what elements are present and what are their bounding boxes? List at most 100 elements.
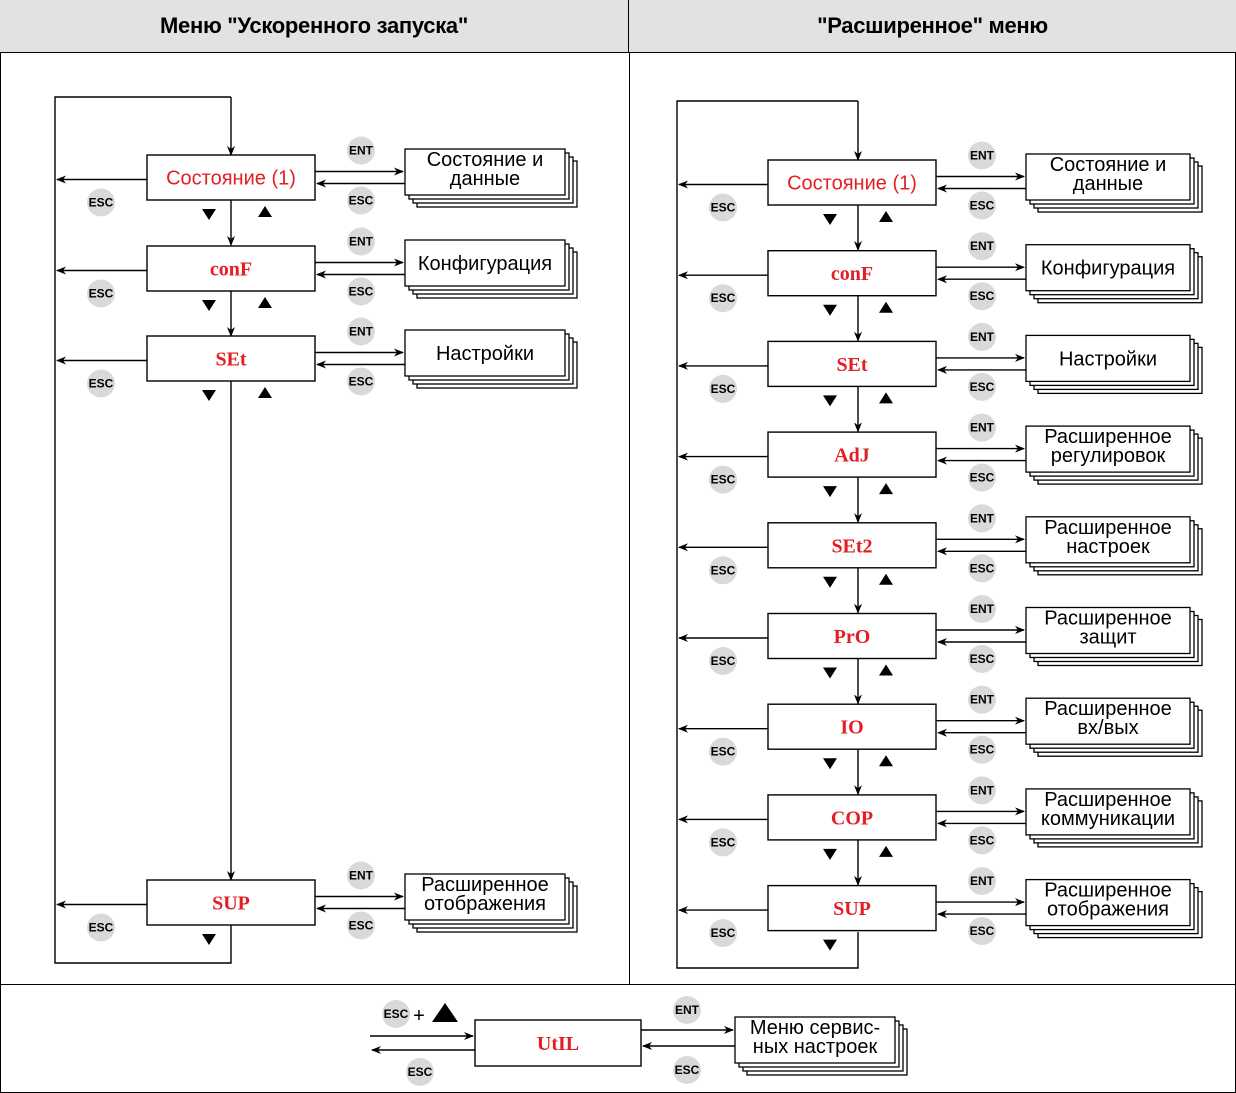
right-state-ent-key: ENT xyxy=(970,149,995,163)
left-set-ent-key: ENT xyxy=(349,325,374,339)
left-set-back-esc-key: ESC xyxy=(89,377,114,391)
left-conf-ent-key: ENT xyxy=(349,235,374,249)
right-set2-target-label: Расширенное xyxy=(1044,517,1172,539)
right-pro-target-label: защит xyxy=(1079,627,1136,649)
right-adj-target-label: регулировок xyxy=(1051,445,1166,467)
right-set2-up-icon xyxy=(879,573,893,585)
util-esc-plus-key: ESC xyxy=(384,1007,409,1021)
left-sup-down-icon xyxy=(202,934,216,945)
left-state-target-label: данные xyxy=(450,168,520,190)
right-set2-box xyxy=(767,522,937,569)
right-set2-back-esc-key-bg xyxy=(709,556,737,585)
right-set-up-icon xyxy=(879,392,893,404)
right-state-target-label: данные xyxy=(1073,173,1143,195)
right-conf-down-icon xyxy=(823,304,837,316)
right-pro-back-esc-key-bg xyxy=(709,647,737,675)
right-conf-target-page xyxy=(1025,244,1191,292)
right-set-esc-key: ESC xyxy=(970,380,995,394)
right-cop-ent-key: ENT xyxy=(970,783,995,797)
right-set2-code: SEt2 xyxy=(831,535,872,557)
right-set-ent-key: ENT xyxy=(970,330,995,344)
right-pro-box xyxy=(767,612,937,660)
left-sup-target-page xyxy=(404,873,566,921)
right-set2-target-label: настроек xyxy=(1066,536,1150,558)
column-divider xyxy=(629,53,630,984)
right-adj-box xyxy=(767,431,937,478)
right-io-ent-key-bg xyxy=(968,685,996,714)
right-set2-back-esc-key: ESC xyxy=(711,563,736,577)
right-adj-ent-key: ENT xyxy=(970,421,995,435)
right-adj-esc-key-bg xyxy=(968,463,996,492)
right-pro-down-icon xyxy=(823,667,837,679)
right-cop-target-label: Расширенное xyxy=(1044,789,1172,811)
right-adj-esc-key: ESC xyxy=(970,471,995,485)
left-state-box xyxy=(146,154,316,201)
right-io-back-esc-key-bg xyxy=(709,737,737,766)
left-state-ent-key: ENT xyxy=(349,144,374,158)
left-sup-target-label: Расширенное xyxy=(421,874,549,896)
right-sup-code: SUP xyxy=(833,898,871,920)
right-set2-target-page xyxy=(1025,516,1191,564)
right-set2-esc-key-bg xyxy=(968,554,996,583)
util-up-icon xyxy=(432,1003,458,1022)
right-pro-target-page xyxy=(1025,606,1191,655)
left-set-up-icon xyxy=(258,387,272,398)
left-set-ent-key-bg xyxy=(347,317,375,346)
right-conf-box xyxy=(767,249,937,297)
right-set-box xyxy=(767,340,937,388)
right-io-target-label: вх/вых xyxy=(1077,717,1138,739)
util-target-label: Меню сервис- xyxy=(750,1017,880,1039)
right-adj-ent-key-bg xyxy=(968,413,996,442)
left-conf-back-esc-key: ESC xyxy=(89,287,114,301)
left-conf-esc-key-bg xyxy=(347,277,375,306)
right-sup-back-esc-key: ESC xyxy=(711,926,736,940)
util-box xyxy=(474,1019,642,1067)
left-conf-up-icon xyxy=(258,297,272,308)
right-io-esc-key: ESC xyxy=(970,743,995,757)
right-sup-esc-key-bg xyxy=(968,917,996,946)
left-set-esc-key: ESC xyxy=(349,375,374,389)
util-ent-key: ENT xyxy=(675,1003,700,1017)
right-set-ent-key-bg xyxy=(968,322,996,351)
util-target-page xyxy=(734,1016,896,1064)
right-io-esc-key-bg xyxy=(968,735,996,764)
left-conf-code: conF xyxy=(210,259,252,281)
right-sup-esc-key: ESC xyxy=(970,924,995,938)
left-sup-target-label: отображения xyxy=(424,893,546,915)
right-set-target-label: Настройки xyxy=(1059,348,1157,370)
right-pro-back-esc-key: ESC xyxy=(711,654,736,668)
right-sup-ent-key: ENT xyxy=(970,874,995,888)
left-sup-code: SUP xyxy=(212,893,250,915)
left-sup-ent-key: ENT xyxy=(349,869,374,883)
right-adj-code: AdJ xyxy=(834,445,870,467)
right-pro-ent-key: ENT xyxy=(970,602,995,616)
util-esc2-key-bg xyxy=(673,1056,701,1084)
right-io-ent-key: ENT xyxy=(970,693,995,707)
left-sup-back-esc-key-bg xyxy=(87,913,115,942)
left-state-up-icon xyxy=(258,206,272,217)
left-conf-esc-key: ESC xyxy=(349,285,374,299)
right-state-esc-key: ESC xyxy=(970,199,995,213)
right-io-up-icon xyxy=(879,755,893,767)
right-io-down-icon xyxy=(823,758,837,770)
right-set2-ent-key: ENT xyxy=(970,511,995,525)
right-conf-ent-key: ENT xyxy=(970,239,995,253)
left-set-box xyxy=(146,335,316,382)
right-set2-ent-key-bg xyxy=(968,504,996,533)
util-esc-key-bg xyxy=(406,1058,434,1086)
left-state-down-icon xyxy=(202,209,216,220)
right-pro-up-icon xyxy=(879,664,893,676)
right-adj-up-icon xyxy=(879,483,893,495)
left-state-target-page xyxy=(404,148,566,196)
left-sup-ent-key-bg xyxy=(347,861,375,890)
right-pro-target-label: Расширенное xyxy=(1044,608,1172,630)
right-io-target-page xyxy=(1025,697,1191,745)
left-set-code: SEt xyxy=(215,349,246,371)
right-io-target-label: Расширенное xyxy=(1044,698,1172,720)
right-cop-back-esc-key: ESC xyxy=(711,835,736,849)
right-state-esc-key-bg xyxy=(968,191,996,220)
util-esc-plus-key-bg xyxy=(382,1000,410,1028)
right-cop-esc-key: ESC xyxy=(970,833,995,847)
right-state-code: Состояние (1) xyxy=(787,173,917,195)
